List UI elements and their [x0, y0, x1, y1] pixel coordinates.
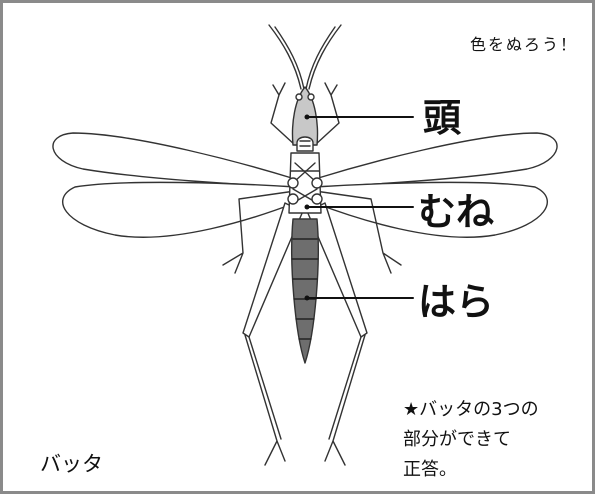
left-antenna-2: [274, 26, 305, 90]
grasshopper-illustration: [52, 24, 558, 466]
right-front-wing: [314, 132, 558, 188]
grasshopper-abdomen: [291, 218, 319, 364]
instruction-text: 色をぬろう！: [469, 35, 578, 54]
label-belly: はら: [418, 280, 495, 324]
insect-name: バッタ: [40, 452, 103, 476]
left-antenna: [268, 24, 302, 90]
left-hind-tibia: [244, 334, 286, 466]
right-front-leg: [314, 82, 340, 146]
right-antenna-2: [305, 26, 336, 90]
label-chest: むね: [418, 190, 495, 234]
left-middle-leg: [222, 190, 296, 274]
right-middle-leg: [314, 190, 402, 274]
right-hind-wing: [314, 181, 548, 238]
right-hind-tibia: [324, 334, 366, 466]
left-front-leg: [270, 82, 296, 146]
left-front-wing: [52, 132, 296, 188]
answer-note: ★バッタの3つの 部分ができて 正答。: [403, 399, 539, 480]
right-antenna: [308, 24, 342, 90]
left-hind-wing: [62, 181, 296, 238]
label-head: 頭: [423, 96, 462, 140]
